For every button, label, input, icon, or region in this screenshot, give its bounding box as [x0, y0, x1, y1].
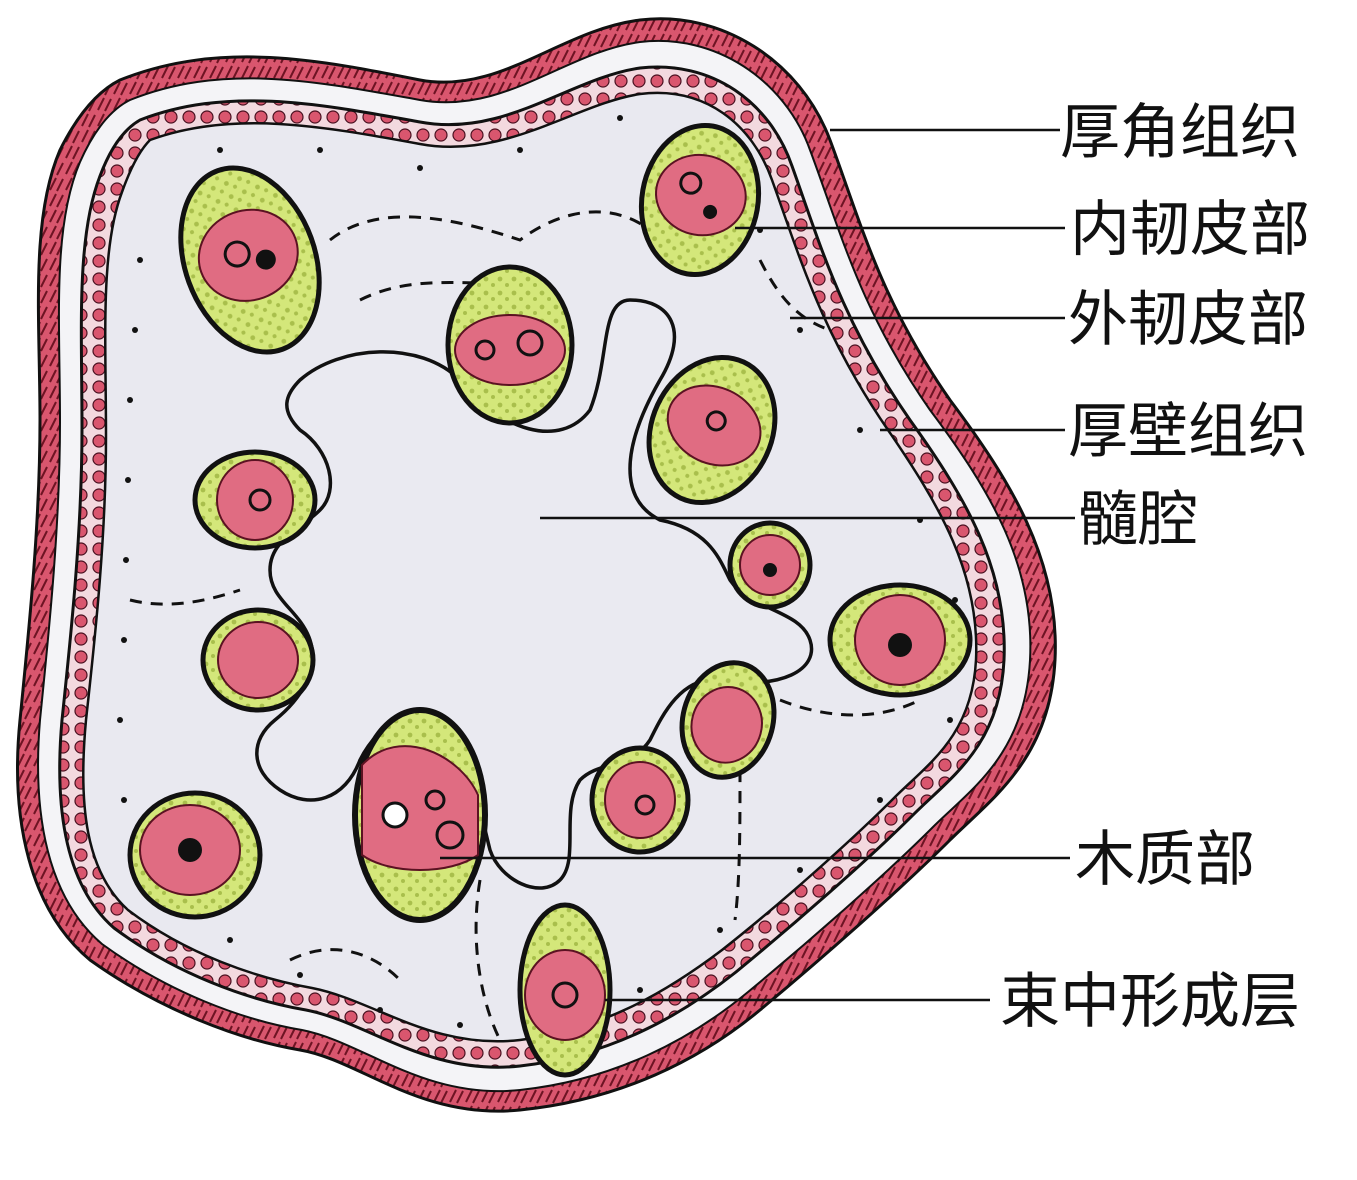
label-xylem: 木质部: [1075, 825, 1255, 895]
label-pith-cavity: 髓腔: [1078, 485, 1198, 555]
label-external-phloem: 外韧皮部: [1068, 285, 1308, 355]
vascular-bundle: [448, 267, 572, 423]
label-internal-phloem: 内韧皮部: [1070, 195, 1310, 265]
vascular-bundle: [195, 452, 315, 548]
labels: 厚角组织 内韧皮部 外韧皮部 厚壁组织 髓腔 木质部 束中形成层: [1000, 98, 1310, 1037]
label-sclerenchyma: 厚壁组织: [1068, 397, 1308, 467]
vascular-bundle: [355, 710, 485, 920]
label-collenchyma: 厚角组织: [1060, 98, 1300, 168]
vascular-bundle: [592, 748, 688, 852]
label-fascicular-cambium: 束中形成层: [1000, 967, 1300, 1037]
vascular-bundle: [830, 585, 970, 695]
vascular-bundle: [203, 610, 313, 710]
vascular-bundle: [130, 793, 260, 917]
vascular-bundle: [520, 905, 610, 1075]
vascular-bundle: [730, 523, 810, 607]
